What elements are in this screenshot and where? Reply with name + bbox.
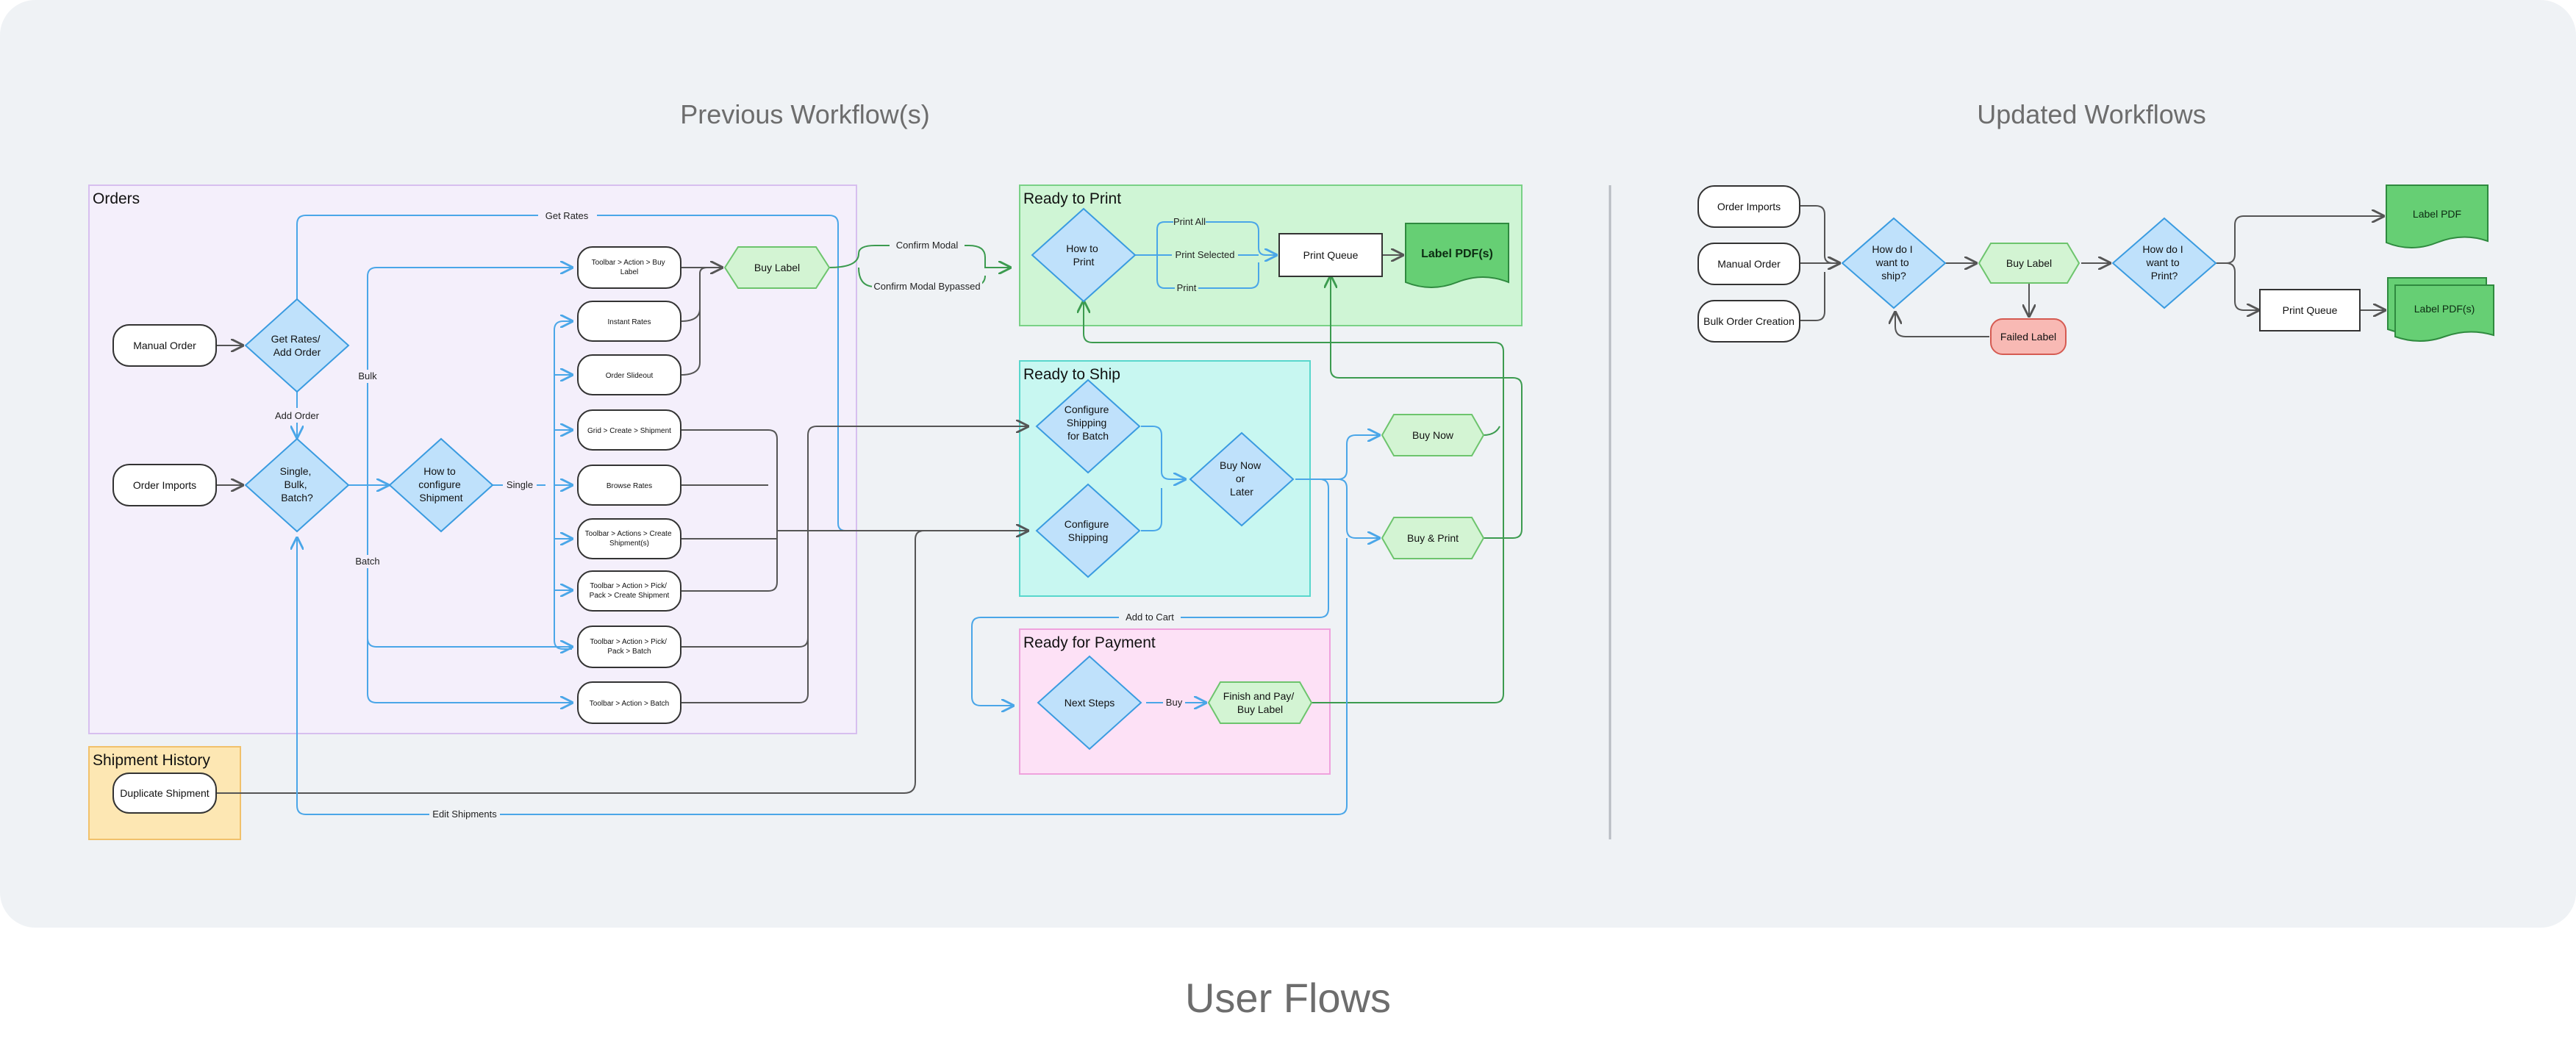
node-print-queue[interactable]: Print Queue [1278, 233, 1383, 277]
svg-text:Configure Shipping: Configure Shipping [1065, 518, 1112, 543]
updated-workflows-title: Updated Workflows [1977, 99, 2205, 129]
svg-text:Buy Now or Later: Buy Now or Later [1220, 459, 1264, 498]
updated-edges [1800, 205, 2385, 337]
svg-text:How do I want to P: How do I want to Print? [2142, 243, 2186, 282]
group-ready-to-ship-label: Ready to Ship [1023, 366, 1120, 383]
node-buy-and-print[interactable]: Buy & Print [1381, 517, 1485, 559]
group-shipment-history-label: Shipment History [93, 752, 210, 769]
node-browse-rates[interactable]: Browse Rates [577, 465, 681, 506]
svg-text:Buy Now: Buy Now [1412, 429, 1454, 441]
edge-label-get-rates: Get Rates [545, 210, 589, 221]
group-ready-for-payment-label: Ready for Payment [1023, 634, 1156, 651]
updated-node-buy-label[interactable]: Buy Label [1978, 243, 2081, 284]
updated-node-failed-label[interactable]: Failed Label [1990, 318, 2067, 355]
svg-text:Order Imports: Order Imports [1717, 201, 1781, 212]
decision-single-bulk-batch: Single, Bulk, Batch? [244, 437, 350, 533]
svg-text:Toolbar > Action > Batch: Toolbar > Action > Batch [590, 700, 669, 708]
decision-configure-shipping-batch: Configure Shipping for Batch [1035, 379, 1141, 474]
updated-decision-how-ship: How do I want to ship? [1841, 217, 1947, 309]
decision-how-to-print: How to Print [1031, 207, 1137, 303]
group-ready-to-print-label: Ready to Print [1023, 190, 1121, 207]
edge-label-print-selected: Print Selected [1176, 249, 1235, 260]
node-label-pdfs[interactable]: Label PDF(s) [1405, 223, 1509, 288]
node-toolbar-create-shipments[interactable]: Toolbar > Actions > Create Shipment(s) [577, 518, 681, 559]
edge-label-add-order: Add Order [275, 410, 320, 421]
node-manual-order[interactable]: Manual Order [112, 324, 217, 367]
edge-label-edit-shipments: Edit Shipments [432, 809, 497, 820]
svg-text:Toolbar > Action > Buy L: Toolbar > Action > Buy Label [592, 259, 668, 276]
edge-label-buy: Buy [1166, 697, 1183, 708]
node-toolbar-batch[interactable]: Toolbar > Action > Batch [577, 681, 681, 724]
svg-text:How to Print: How to Print [1066, 243, 1101, 268]
svg-text:Label PDF(s): Label PDF(s) [1421, 248, 1493, 260]
svg-text:Order Slideout: Order Slideout [606, 372, 654, 380]
node-order-slideout[interactable]: Order Slideout [577, 354, 681, 395]
updated-node-bulk-order-creation[interactable]: Bulk Order Creation [1697, 300, 1800, 343]
node-buy-label[interactable]: Buy Label [723, 246, 831, 289]
svg-text:How do I want to s: How do I want to ship? [1872, 243, 1915, 282]
updated-node-order-imports[interactable]: Order Imports [1697, 185, 1800, 228]
svg-text:Manual Order: Manual Order [1717, 258, 1781, 270]
group-orders: Orders [88, 184, 857, 734]
svg-text:Duplicate Shipment: Duplicate Shipment [120, 787, 210, 799]
node-finish-and-pay[interactable]: Finish and Pay/ Buy Label [1207, 681, 1313, 724]
edge-label-bulk: Bulk [358, 370, 377, 381]
node-toolbar-pick-batch[interactable]: Toolbar > Action > Pick/ Pack > Batch [577, 626, 681, 668]
node-buy-now[interactable]: Buy Now [1381, 414, 1485, 456]
svg-text:Label PDF: Label PDF [2413, 208, 2461, 220]
svg-text:Label PDF(s): Label PDF(s) [2414, 303, 2475, 315]
node-order-imports[interactable]: Order Imports [112, 464, 217, 506]
svg-text:Failed Label: Failed Label [2000, 331, 2056, 343]
node-toolbar-pick-create[interactable]: Toolbar > Action > Pick/ Pack > Create S… [577, 570, 681, 612]
decision-buy-now-or-later: Buy Now or Later [1189, 431, 1295, 527]
updated-node-manual-order[interactable]: Manual Order [1697, 243, 1800, 285]
updated-decision-how-print: How do I want to Print? [2111, 217, 2217, 309]
updated-node-print-queue[interactable]: Print Queue [2259, 289, 2361, 331]
node-duplicate-shipment[interactable]: Duplicate Shipment [112, 773, 217, 814]
previous-workflow-title: Previous Workflow(s) [680, 99, 929, 129]
svg-text:Toolbar > Action > Pick/: Toolbar > Action > Pick/ Pack > Batch [590, 638, 668, 656]
svg-text:Buy Label: Buy Label [2006, 257, 2052, 269]
decision-next-steps: Next Steps [1037, 655, 1142, 750]
edge-label-confirm-modal: Confirm Modal [896, 240, 959, 251]
svg-text:Finish and Pay/ Buy Labe: Finish and Pay/ Buy Label [1223, 690, 1297, 715]
edge-label-print: Print [1177, 282, 1197, 293]
svg-text:Browse Rates: Browse Rates [607, 482, 652, 490]
svg-text:Order Imports: Order Imports [133, 479, 196, 491]
svg-text:Buy & Print: Buy & Print [1407, 532, 1459, 544]
edge-label-print-all: Print All [1173, 216, 1206, 227]
svg-text:Next Steps: Next Steps [1065, 697, 1115, 709]
decision-get-rates-add-order: Get Rates/ Add Order [244, 298, 350, 393]
svg-text:Get Rates/ Add Order: Get Rates/ Add Order [271, 333, 323, 358]
edge-label-add-to-cart: Add to Cart [1126, 612, 1174, 623]
group-orders-label: Orders [93, 190, 140, 207]
edge-label-confirm-modal-bypassed: Confirm Modal Bypassed [873, 281, 980, 292]
svg-text:How to configure S: How to configure Shipment [418, 465, 463, 503]
svg-text:Configure Shipping: Configure Shipping for Batch [1065, 404, 1112, 442]
node-instant-rates[interactable]: Instant Rates [577, 301, 681, 342]
svg-text:Manual Order: Manual Order [133, 340, 196, 351]
edge-label-batch: Batch [355, 556, 379, 567]
edge-label-single: Single [507, 479, 533, 490]
svg-text:Toolbar > Action > Pick/: Toolbar > Action > Pick/ Pack > Create S… [590, 582, 670, 600]
svg-text:Grid > Create > Shipment: Grid > Create > Shipment [587, 427, 671, 435]
previous-edges [216, 215, 1523, 815]
svg-text:Print Queue: Print Queue [2283, 304, 2338, 316]
updated-node-label-pdf[interactable]: Label PDF [2386, 184, 2489, 248]
svg-text:Print Queue: Print Queue [1303, 249, 1359, 261]
node-toolbar-buy-label[interactable]: Toolbar > Action > Buy Label [577, 246, 681, 289]
svg-text:Bulk Order Creation: Bulk Order Creation [1703, 315, 1795, 327]
svg-text:Buy Label: Buy Label [754, 262, 800, 273]
node-grid-create-shipment[interactable]: Grid > Create > Shipment [577, 409, 681, 451]
decision-how-configure-shipment: How to configure Shipment [388, 437, 494, 533]
svg-text:Single, Bulk, Batc: Single, Bulk, Batch? [280, 465, 315, 503]
svg-text:Instant Rates: Instant Rates [608, 318, 651, 326]
previous-edge-labels: Get Rates Add Order Bulk Batch Single Co… [269, 208, 1238, 821]
svg-text:Toolbar > Actions > Create: Toolbar > Actions > Create Shipment(s) [585, 530, 674, 548]
updated-node-label-pdfs[interactable]: Label PDF(s) [2387, 277, 2494, 342]
decision-configure-shipping: Configure Shipping [1035, 483, 1141, 578]
page-title: User Flows [1184, 975, 1392, 1021]
